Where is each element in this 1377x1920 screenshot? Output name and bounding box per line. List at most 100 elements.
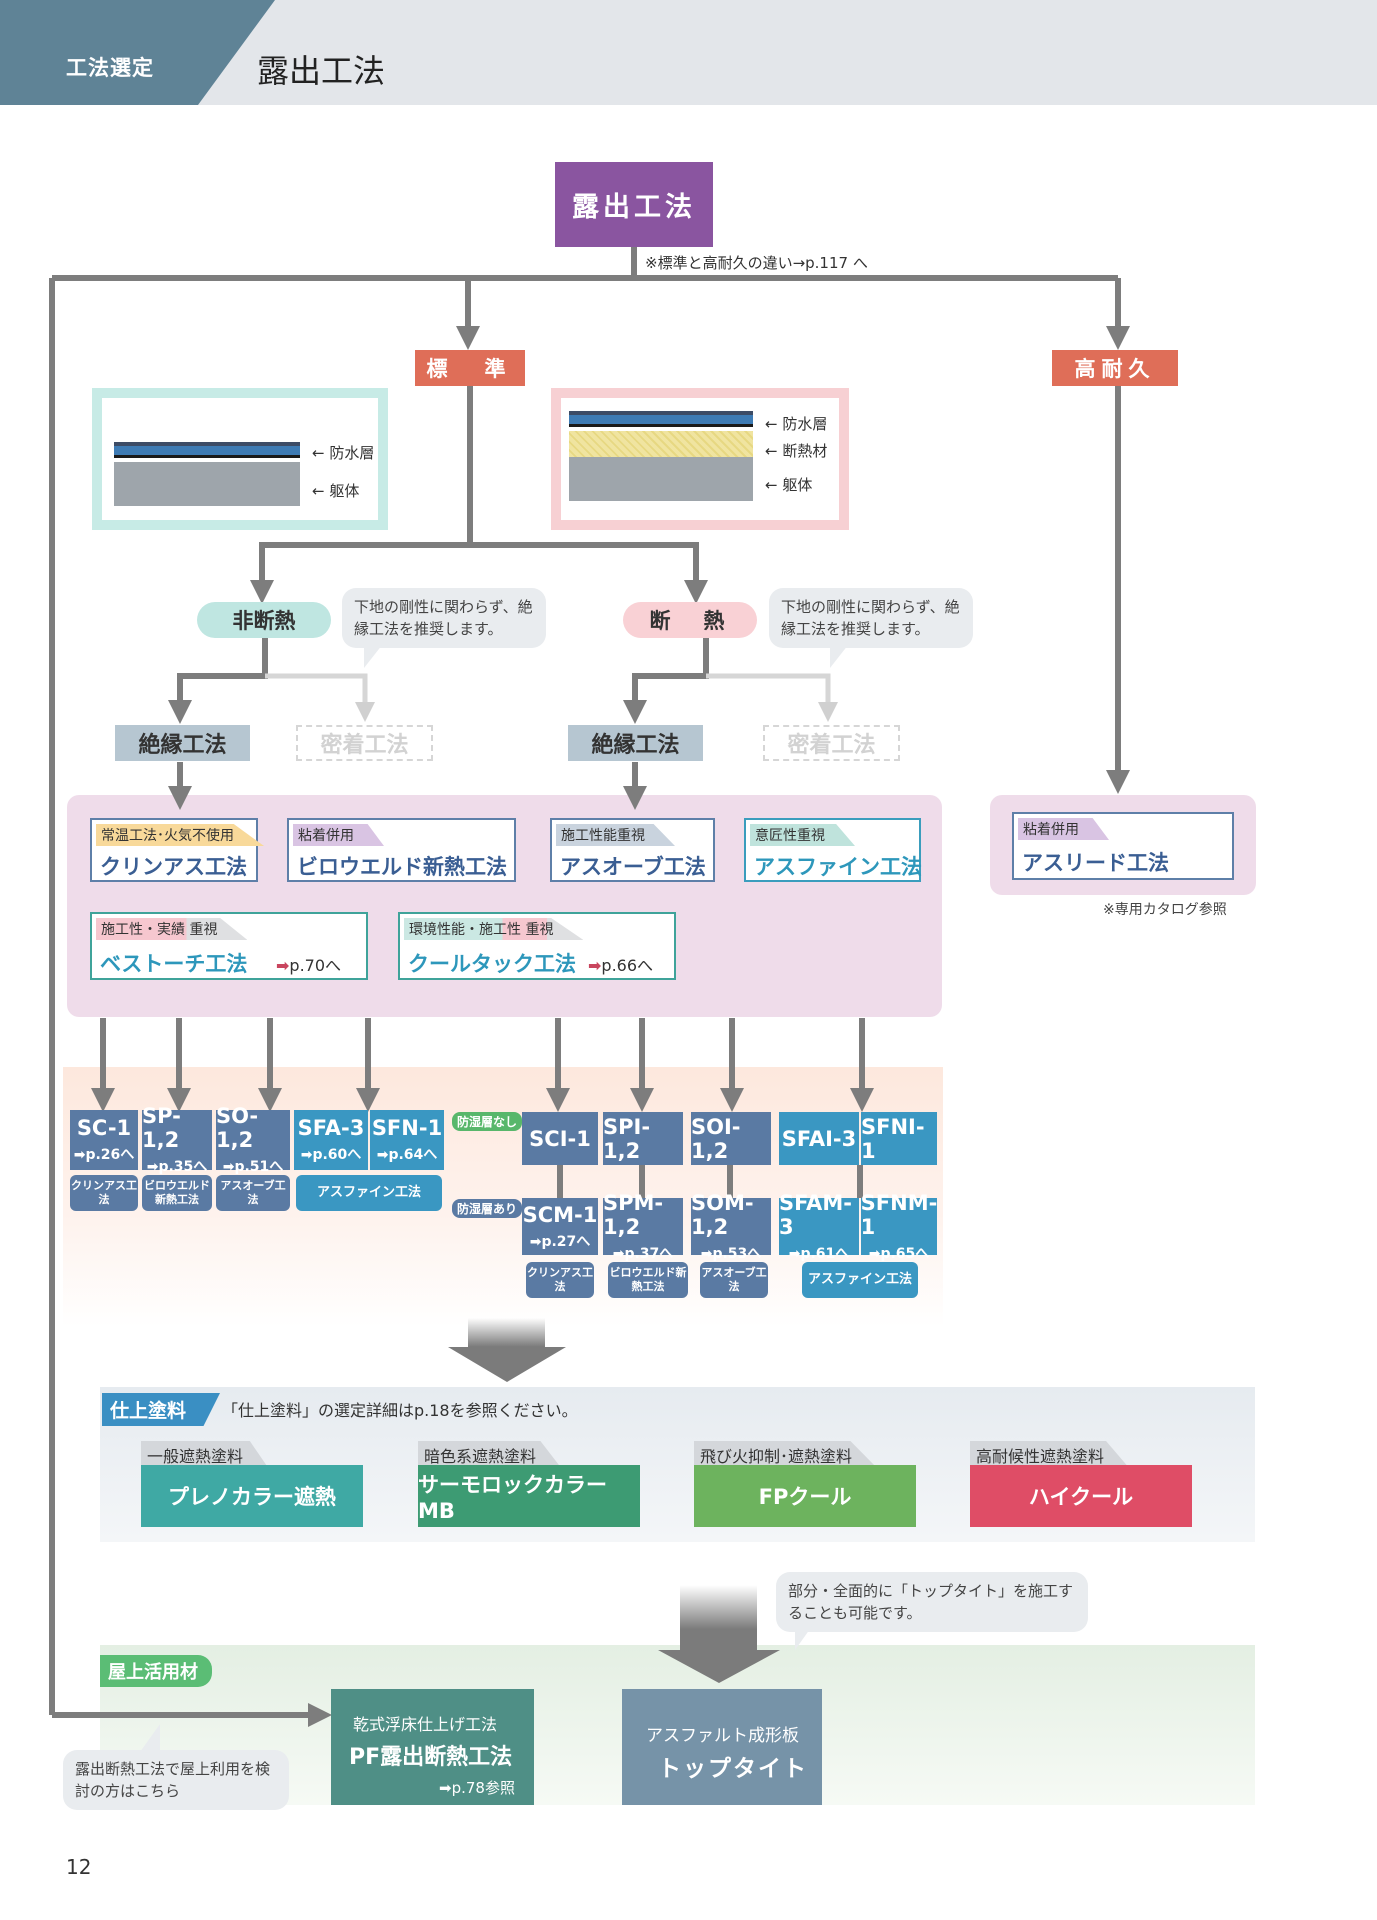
page-number: 12 xyxy=(66,1855,92,1879)
method-card-best-torch[interactable]: 施工性・実績 重視 ベストーチ工法 ➡p.70へ xyxy=(90,912,368,980)
spec-code: SOI-1,2 xyxy=(691,1114,741,1163)
spec-code: SO-1,2 xyxy=(216,1104,259,1152)
finish-product-thermo-lock[interactable]: サーモロックカラーMB xyxy=(418,1465,640,1527)
finish-section-title: 仕上塗料 xyxy=(102,1393,221,1426)
page-ref-text: p.65へ xyxy=(880,1245,930,1262)
toptite-name: トップタイト xyxy=(658,1756,808,1782)
page-ref-text: p.26へ xyxy=(85,1147,135,1163)
layer-label: ← 躯体 xyxy=(312,482,360,500)
code-box-sfn1[interactable]: SFN-1➡p.64へ xyxy=(370,1110,444,1170)
spec-code: SFAM-3 xyxy=(779,1190,852,1239)
spec-code: SC-1 xyxy=(76,1116,132,1140)
code-method-label: クリンアス工法 xyxy=(70,1175,138,1211)
page-ref-text: p.70へ xyxy=(289,956,342,975)
page-ref-text: p.51へ xyxy=(234,1159,284,1175)
spec-code: SPI-1,2 xyxy=(603,1114,651,1163)
toptite-subtitle: アスファルト成形板 xyxy=(646,1726,799,1746)
code-method-label: アスオーブ工法 xyxy=(700,1262,768,1298)
spec-code: SCM-1 xyxy=(522,1202,598,1227)
method-card-as-fine[interactable]: 意匠性重視 アスファイン工法 xyxy=(744,818,922,882)
code-box-sfam3[interactable]: SFAM-3 ➡p.61へ xyxy=(779,1191,859,1262)
adhesion-method-left: 密着工法 xyxy=(296,725,433,761)
finish-product-pleno-color[interactable]: プレノカラー遮熱 xyxy=(141,1465,363,1527)
method-tag: 施工性能重視 xyxy=(556,824,675,846)
spec-code: SOM-1,2 xyxy=(691,1190,754,1239)
adhesion-method-right: 密着工法 xyxy=(763,725,900,761)
page-ref: ➡p.61へ xyxy=(788,1245,850,1262)
code-box-som12[interactable]: SOM-1,2 ➡p.53へ xyxy=(691,1191,771,1262)
finish-tag: 一般遮熱塗料 xyxy=(141,1441,270,1469)
code-method-label: ビロウエルド新熱工法 xyxy=(142,1175,212,1211)
method-card-as-orb[interactable]: 施工性能重視 アスオーブ工法 xyxy=(550,818,715,882)
non-insulated-node: 非断熱 xyxy=(197,602,331,638)
page-ref-text: p.61へ xyxy=(800,1245,850,1262)
code-box-sci1[interactable]: SCI-1 xyxy=(522,1112,598,1165)
code-method-label: ビロウエルド新熱工法 xyxy=(608,1262,688,1298)
method-name: アスファイン工法 xyxy=(754,855,922,879)
toptite-bubble: 部分・全面的に「トップタイト」を施工することも可能です。 xyxy=(776,1572,1088,1632)
code-box-spi12[interactable]: SPI-1,2 xyxy=(603,1112,683,1165)
code-box-sc1[interactable]: SC-1➡p.26へ xyxy=(70,1110,138,1170)
method-name: ビロウエルド新熱工法 xyxy=(297,855,507,879)
method-card-as-lead[interactable]: 粘着併用 アスリード工法 xyxy=(1012,812,1234,880)
page-ref: ➡p.60へ xyxy=(300,1147,362,1163)
method-page-ref[interactable]: ➡p.66へ xyxy=(588,952,653,976)
finish-product-fp-cool[interactable]: FPクール xyxy=(694,1465,916,1527)
method-card-cool-tack[interactable]: 環境性能・施工性 重視 クールタック工法 ➡p.66へ xyxy=(398,912,676,980)
method-name: クールタック工法 xyxy=(408,952,576,976)
concrete-slab xyxy=(569,457,753,501)
method-name: アスオーブ工法 xyxy=(560,855,706,879)
method-card-clean-as[interactable]: 常温工法･火気不使用 クリンアス工法 xyxy=(90,818,264,882)
code-box-spm12[interactable]: SPM-1,2➡p.37へ xyxy=(603,1191,683,1262)
standard-vs-high-note[interactable]: ※標準と高耐久の違い→p.117 へ xyxy=(645,254,868,272)
moisture-barrier-none-badge: 防湿層なし xyxy=(452,1112,523,1131)
pf-exposed-insulation-card[interactable]: 乾式浮床仕上げ工法 PF露出断熱工法 ➡p.78参照 xyxy=(331,1689,534,1805)
finish-tag: 飛び火抑制･遮熱塗料 xyxy=(694,1441,879,1469)
code-box-sfni1[interactable]: SFNI-1 xyxy=(861,1112,937,1165)
waterproof-layer xyxy=(114,442,300,462)
code-box-soi12[interactable]: SOI-1,2 xyxy=(691,1112,771,1165)
method-tag: 粘着併用 xyxy=(293,824,384,846)
page-ref: ➡p.37へ xyxy=(612,1245,674,1262)
page-ref-text: p.64へ xyxy=(388,1147,438,1163)
toptite-card[interactable]: アスファルト成形板 トップタイト xyxy=(622,1689,822,1805)
method-tag: 粘着併用 xyxy=(1018,818,1109,840)
page-ref: ➡p.53へ xyxy=(700,1245,762,1262)
method-tag: 常温工法･火気不使用 xyxy=(96,824,264,846)
pf-page-ref[interactable]: ➡p.78参照 xyxy=(439,1779,515,1797)
code-box-sfa3[interactable]: SFA-3➡p.60へ xyxy=(294,1110,368,1170)
waterproof-layer xyxy=(569,411,753,431)
spec-code: SFN-1 xyxy=(371,1116,443,1140)
code-box-so12[interactable]: SO-1,2 ➡p.51へ xyxy=(216,1104,290,1175)
page-ref-text: p.78参照 xyxy=(451,1779,515,1797)
code-method-label: アスファイン工法 xyxy=(296,1175,442,1211)
page-ref: ➡p.51へ xyxy=(222,1159,284,1175)
method-name: クリンアス工法 xyxy=(100,855,247,879)
page-ref-text: p.35へ xyxy=(158,1159,208,1175)
recommend-bubble-left: 下地の剛性に関わらず、絶縁工法を推奨します。 xyxy=(342,588,546,648)
code-box-scm1[interactable]: SCM-1 ➡p.27へ xyxy=(522,1198,598,1255)
method-card-billow-weld[interactable]: 粘着併用 ビロウエルド新熱工法 xyxy=(287,818,516,882)
arrow-right-icon: ➡ xyxy=(276,956,290,975)
code-box-sfai3[interactable]: SFAI-3 xyxy=(779,1112,859,1165)
insulation-layer xyxy=(569,431,753,457)
page-ref: ➡p.35へ xyxy=(146,1159,208,1175)
finish-product-high-cool[interactable]: ハイクール xyxy=(970,1465,1192,1527)
code-box-sfnm1[interactable]: SFNM-1➡p.65へ xyxy=(861,1191,938,1262)
code-method-label: アスファイン工法 xyxy=(802,1262,918,1298)
spec-code: SFNM-1 xyxy=(860,1190,938,1239)
finish-section-note: 「仕上塗料」の選定詳細はp.18を参照ください。 xyxy=(222,1401,578,1420)
exposed-method-main-node: 露出工法 xyxy=(555,162,713,247)
method-tag: 施工性・実績 重視 xyxy=(96,918,248,940)
method-tag: 環境性能・施工性 重視 xyxy=(404,918,584,940)
method-page-ref[interactable]: ➡p.70へ xyxy=(276,952,341,976)
code-box-sp12[interactable]: SP-1,2 ➡p.35へ xyxy=(142,1104,212,1175)
spec-code: SP-1,2 xyxy=(142,1104,181,1152)
page-ref: ➡p.27へ xyxy=(529,1233,591,1250)
recommend-bubble-right: 下地の剛性に関わらず、絶縁工法を推奨します。 xyxy=(769,588,973,648)
moisture-barrier-yes-badge: 防湿層あり xyxy=(452,1199,523,1218)
spec-code: SFNI-1 xyxy=(861,1114,925,1163)
page-title: 露出工法 xyxy=(257,52,386,90)
rooftop-section-title: 屋上活用材 xyxy=(100,1655,212,1687)
